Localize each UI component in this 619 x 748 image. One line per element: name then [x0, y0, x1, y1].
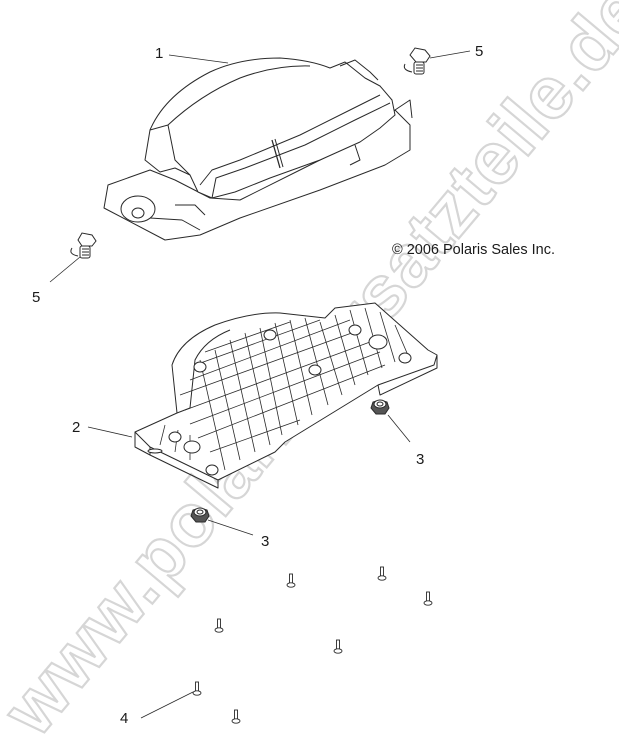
screw-1 — [286, 573, 296, 588]
callout-3-right: 3 — [416, 451, 425, 468]
callout-5-left: 5 — [32, 289, 41, 306]
part-floor-tray — [87, 302, 438, 489]
part-screws — [140, 566, 433, 724]
screw-3 — [423, 591, 433, 606]
copyright-notice: © 2006 Polaris Sales Inc. — [392, 242, 556, 258]
screw-6 — [192, 681, 202, 696]
callout-2: 2 — [72, 419, 81, 436]
callout-4: 4 — [120, 710, 129, 727]
part-nut-left — [190, 507, 254, 536]
callout-1: 1 — [155, 45, 164, 62]
callout-5-top: 5 — [475, 43, 484, 60]
part-latch-left — [49, 232, 97, 283]
screw-4 — [214, 618, 224, 633]
callout-3-left: 3 — [261, 533, 270, 550]
part-nut-right — [370, 399, 411, 443]
part-seat-cover — [103, 57, 413, 241]
screw-7 — [231, 709, 241, 724]
leader-line-1 — [168, 54, 229, 64]
screw-2 — [377, 566, 387, 581]
part-latch-top — [403, 47, 471, 75]
screw-5 — [333, 639, 343, 654]
